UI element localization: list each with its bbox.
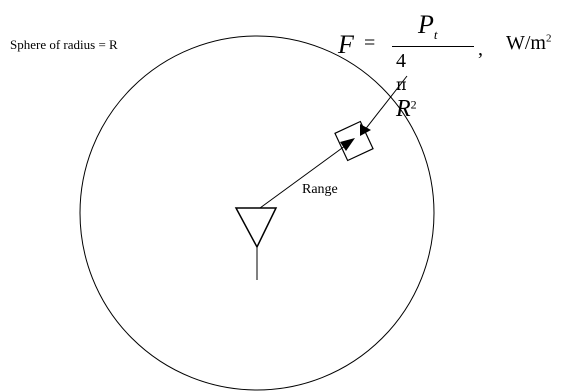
formula-separator: , [478, 38, 483, 60]
antenna-icon [234, 207, 278, 249]
formula-denominator: 4 π R2 [396, 50, 417, 123]
formula-units: W/m2 [506, 32, 552, 55]
denominator-pi: π [396, 75, 407, 94]
range-line [259, 142, 350, 209]
formula-pointer-line [363, 75, 408, 132]
formula-pointer-arrowhead [360, 124, 371, 136]
range-label: Range [302, 182, 338, 197]
target-icon [334, 120, 374, 162]
formula-lhs: F [338, 30, 354, 59]
numerator-symbol: P [418, 10, 434, 39]
denominator-exponent: 2 [410, 97, 417, 112]
sphere-circle [79, 35, 435, 391]
units-exponent: 2 [546, 32, 552, 45]
sphere-label: Sphere of radius = R [10, 37, 118, 52]
numerator-subscript: t [433, 27, 438, 43]
units-text: W/m [506, 32, 546, 54]
denominator-radius: R [396, 96, 411, 122]
formula-numerator: Pt [418, 10, 438, 43]
formula-equals: = [364, 32, 376, 54]
fraction-bar [392, 46, 474, 47]
range-arrowhead [340, 138, 355, 151]
denominator-coefficient: 4 [396, 50, 406, 72]
